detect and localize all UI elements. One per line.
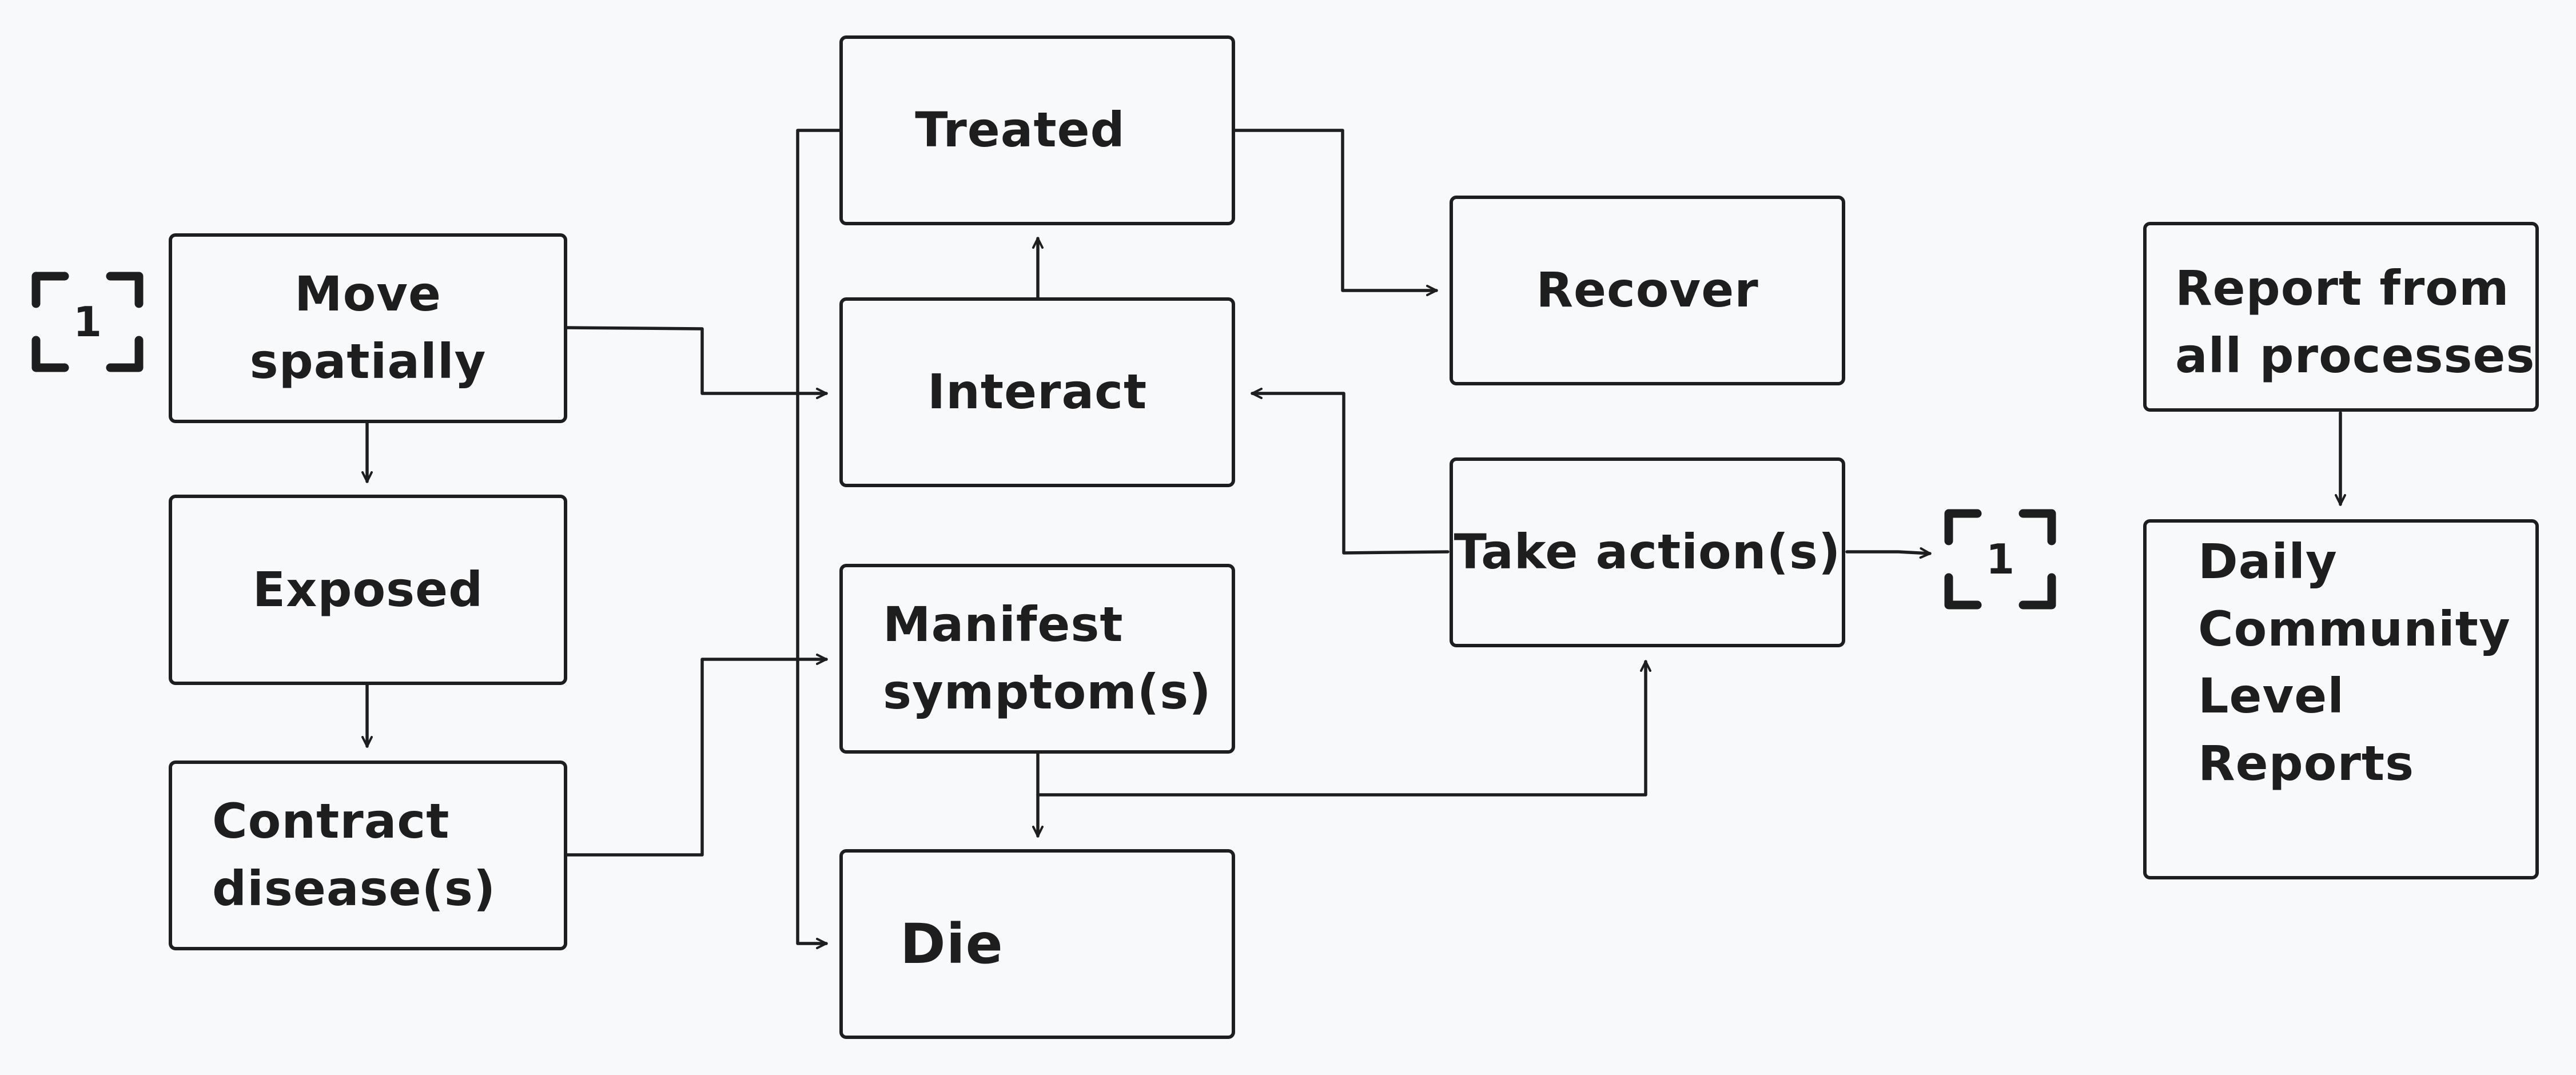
edge-contract-to-manifest bbox=[566, 654, 828, 857]
edge-treated-to-recover bbox=[1233, 129, 1438, 296]
node-exposed: Exposed bbox=[169, 495, 567, 685]
node-treated: Treated bbox=[839, 35, 1235, 225]
node-contract-disease: Contract disease(s) bbox=[169, 761, 567, 950]
edge-action-to-connector bbox=[1845, 547, 1932, 559]
connector-left-label: 1 bbox=[73, 298, 102, 346]
corner-brackets-icon bbox=[1944, 509, 2056, 610]
node-daily-community-reports: Daily Community Level Reports bbox=[2143, 519, 2539, 879]
edge-treated-to-die bbox=[796, 129, 841, 949]
connector-left-1: 1 bbox=[31, 272, 144, 372]
corner-brackets-icon bbox=[31, 272, 144, 372]
node-interact: Interact bbox=[839, 297, 1235, 487]
connector-right-1: 1 bbox=[1944, 509, 2056, 610]
edge-move-to-interact bbox=[566, 326, 828, 399]
node-report-all-processes: Report from all processes bbox=[2143, 222, 2539, 412]
node-take-action: Take action(s) bbox=[1450, 457, 1845, 647]
node-move-spatially: Move spatially bbox=[169, 233, 567, 423]
node-manifest-symptoms: Manifest symptom(s) bbox=[839, 564, 1235, 754]
connector-right-label: 1 bbox=[1985, 535, 2015, 583]
node-die: Die bbox=[839, 849, 1235, 1039]
edge-manifest-to-action bbox=[1036, 660, 1651, 797]
node-recover: Recover bbox=[1450, 196, 1845, 385]
edge-action-to-interact bbox=[1251, 388, 1450, 555]
